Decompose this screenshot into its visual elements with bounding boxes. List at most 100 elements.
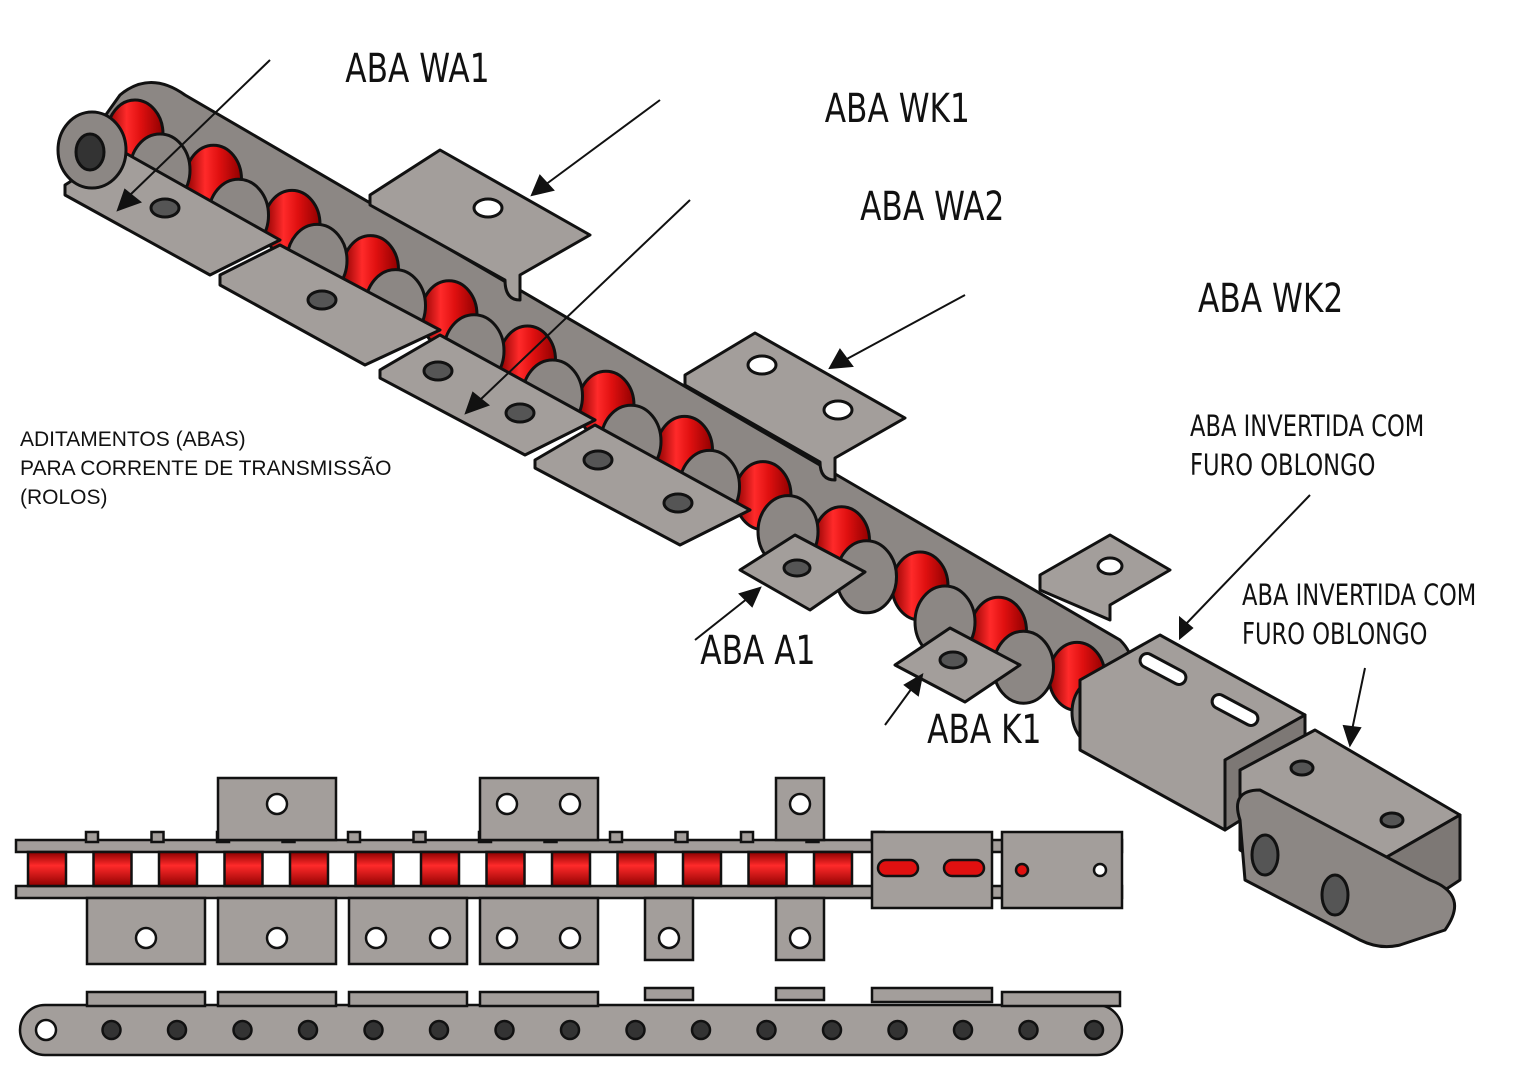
top-roller: [485, 850, 526, 888]
tab-wa2c-hole1: [582, 449, 614, 471]
side-pin: [559, 1019, 581, 1041]
tab-k1-upper-hole: [1096, 556, 1124, 576]
side-start-hole: [34, 1018, 58, 1042]
top-roller: [812, 850, 854, 888]
side-view-chain: [18, 986, 1124, 1057]
top-tab-wk2-hole2: [558, 792, 582, 816]
top-tab-a1: [643, 896, 695, 962]
inv2-hole2: [1379, 811, 1405, 829]
tab-wa1-hole: [149, 197, 181, 219]
side-pin: [690, 1019, 712, 1041]
tab-wa2b-hole2: [504, 402, 536, 424]
top-tab-a1b-hole: [788, 926, 812, 950]
diagram-caption: ADITAMENTOS (ABAS) PARA CORRENTE DE TRAN…: [20, 425, 391, 512]
inv2-hole1: [1289, 759, 1315, 777]
tab-wk2-hole2: [822, 399, 854, 421]
top-link-plate: [84, 830, 100, 844]
side-pin: [494, 1019, 515, 1041]
label-inv2-line2: FURO OBLONGO: [1242, 618, 1427, 651]
top-roller: [419, 850, 461, 888]
side-pin: [363, 1019, 384, 1041]
end-link: [1236, 788, 1456, 949]
top-tab-wk1-hole: [265, 792, 289, 816]
label-k1: ABA K1: [927, 707, 1041, 753]
label-wa2: ABA WA2: [860, 184, 1004, 230]
leader-lines: [116, 59, 1366, 748]
side-pin: [1083, 1019, 1105, 1041]
caption-line-2: PARA CORRENTE DE TRANSMISSÃO: [20, 457, 392, 480]
label-inv1-line2: FURO OBLONGO: [1190, 449, 1375, 482]
top-tab-wa2b-hole1: [495, 926, 519, 950]
label-a1: ABA A1: [700, 628, 815, 674]
top-roller: [354, 850, 395, 888]
tab-wk1-hole: [472, 197, 504, 219]
tab-wk2: [683, 331, 907, 482]
tab-a1-hole: [782, 558, 812, 578]
label-inv1-line1: ABA INVERTIDA COM: [1190, 410, 1424, 443]
label-wa1: ABA WA1: [345, 46, 489, 92]
top-link-plate: [150, 830, 165, 844]
side-pin: [756, 1019, 777, 1041]
side-pin: [101, 1019, 122, 1041]
top-roller: [157, 850, 199, 888]
side-tab: [85, 990, 207, 1008]
top-link-plate: [608, 830, 624, 844]
top-tab-wk2-hole1: [495, 792, 519, 816]
top-tab-wa2a: [347, 896, 469, 966]
side-pin: [952, 1019, 974, 1041]
top-oblong-1: [876, 858, 920, 878]
top-link-plate: [739, 830, 755, 844]
side-pin: [887, 1019, 908, 1041]
top-tab-wk1: [216, 776, 338, 842]
side-tab: [347, 990, 469, 1008]
side-inverted-1: [870, 986, 994, 1004]
tab-wa2c-hole2: [662, 492, 694, 514]
top-tab-wa2a-hole1: [364, 926, 388, 950]
side-tab: [478, 990, 600, 1008]
side-links: [18, 990, 1124, 1057]
top-tab-wa2a-hole2: [428, 926, 452, 950]
top-tab-k1-hole: [788, 792, 812, 816]
top-link-plate: [674, 830, 689, 844]
top-view-chain: [14, 776, 1124, 966]
oblong-hole-1: [1138, 652, 1188, 686]
side-tab: [216, 990, 338, 1008]
label-wk1: ABA WK1: [825, 86, 970, 132]
tab-wa2b-hole1: [422, 360, 454, 382]
label-wk2: ABA WK2: [1198, 276, 1343, 322]
end-pin-2: [1320, 873, 1350, 917]
top-link-plate: [412, 830, 427, 844]
label-inv2-line1: ABA INVERTIDA COM: [1242, 579, 1476, 612]
top-roller: [616, 850, 657, 888]
top-roller: [550, 850, 592, 888]
side-tab: [1000, 990, 1122, 1008]
top-inverted-2-hole1: [1014, 862, 1030, 878]
tab-k1-hole: [938, 650, 968, 670]
top-tab-a1-hole: [657, 926, 681, 950]
tab-wk2-hole1: [746, 354, 778, 376]
top-roller: [26, 850, 68, 888]
side-pin: [625, 1019, 646, 1041]
side-pin: [297, 1019, 319, 1041]
top-roller: [747, 850, 788, 888]
top-link-plate: [346, 830, 362, 844]
side-pin: [428, 1019, 450, 1041]
side-pin: [1018, 1019, 1039, 1041]
top-roller: [288, 850, 330, 888]
top-tab-wa1-hole: [134, 926, 158, 950]
side-pin: [821, 1019, 843, 1041]
start-link-hole: [74, 132, 106, 172]
top-tab-wa1b-hole: [265, 926, 289, 950]
top-roller: [223, 850, 264, 888]
top-tab-wa2b: [478, 896, 600, 966]
side-pin: [166, 1019, 188, 1041]
caption-line-1: ADITAMENTOS (ABAS): [20, 428, 246, 451]
top-tab-wa2b-hole2: [558, 926, 582, 950]
top-roller: [92, 850, 133, 888]
top-oblong-2: [942, 858, 986, 878]
tab-wk1: [368, 148, 592, 302]
side-tab-k1: [643, 986, 695, 1002]
caption-line-3: (ROLOS): [20, 486, 108, 509]
